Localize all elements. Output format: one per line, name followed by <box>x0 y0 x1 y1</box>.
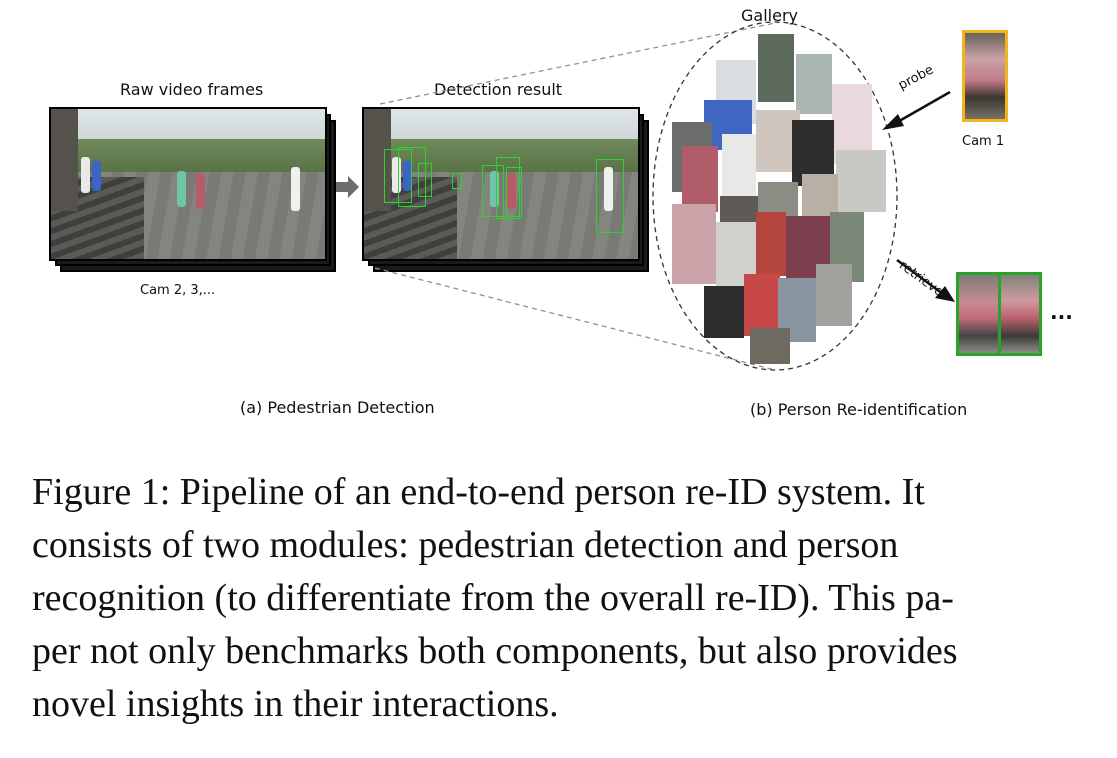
cam1-label: Cam 1 <box>962 134 1005 149</box>
caption-line: recognition (to differentiate from the o… <box>32 577 954 619</box>
gallery-image <box>756 212 786 276</box>
retrieved-results <box>956 272 1042 356</box>
caption-line: Figure 1: Pipeline of an end-to-end pers… <box>32 471 925 513</box>
gallery-image <box>682 146 718 212</box>
cams-label: Cam 2, 3,... <box>140 283 216 298</box>
caption-line: novel insights in their interactions. <box>32 683 559 725</box>
caption-line: consists of two modules: pedestrian dete… <box>32 524 899 566</box>
gallery-image <box>704 286 744 338</box>
detection-box <box>596 159 624 233</box>
pedestrian <box>490 171 499 207</box>
retrieved-image <box>1000 275 1039 353</box>
figure-caption: Figure 1: Pipeline of an end-to-end pers… <box>32 466 1092 731</box>
raw-frames-title: Raw video frames <box>120 80 264 99</box>
pedestrian <box>604 167 613 211</box>
panel-a-caption: (a) Pedestrian Detection <box>240 398 435 417</box>
right-arrow-icon <box>336 176 359 198</box>
retrieve-arrow-icon <box>896 258 955 302</box>
pedestrian <box>403 161 412 191</box>
pedestrian <box>196 173 205 209</box>
gallery-image <box>796 54 832 114</box>
raw-video-frame <box>49 107 327 261</box>
pedestrian <box>92 161 101 191</box>
detection-box <box>452 173 462 189</box>
building <box>51 109 79 211</box>
more-results-ellipsis: ... <box>1050 300 1073 324</box>
pedestrian <box>507 173 516 209</box>
gallery-image <box>744 274 780 336</box>
detection-box <box>418 163 432 197</box>
detection-box <box>506 167 522 217</box>
gallery-image <box>750 328 790 364</box>
detection-box <box>398 147 426 207</box>
detection-result-frame <box>362 107 640 261</box>
detection-box <box>496 157 520 219</box>
probe-arrow-icon <box>882 90 951 130</box>
pedestrian <box>392 157 401 193</box>
pedestrian <box>81 157 90 193</box>
detection-box <box>482 165 504 217</box>
gallery-title: Gallery <box>741 6 798 25</box>
pedestrian <box>177 171 186 207</box>
gallery-image <box>836 150 886 212</box>
gallery-connector-lines <box>374 21 898 371</box>
gallery-image <box>672 204 716 284</box>
panel-b-caption: (b) Person Re-identification <box>750 400 968 419</box>
probe-image <box>962 30 1008 122</box>
gallery-collage <box>660 24 892 369</box>
caption-line: per not only benchmarks both components,… <box>32 630 958 672</box>
detection-result-title: Detection result <box>434 80 563 99</box>
gallery-image <box>758 34 794 102</box>
retrieved-image <box>959 275 1001 353</box>
building <box>364 109 392 211</box>
pedestrian <box>291 167 300 211</box>
gallery-image <box>816 264 852 326</box>
